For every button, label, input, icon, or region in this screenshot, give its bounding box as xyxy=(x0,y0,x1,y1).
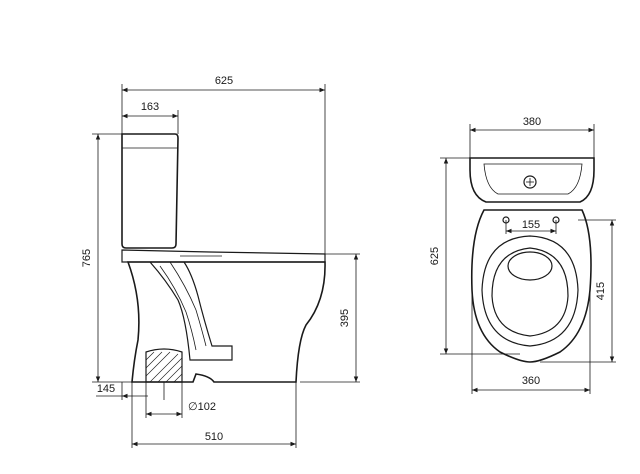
dim-outlet-diameter: ∅102 xyxy=(188,401,216,413)
dim-bowl-height: 415 xyxy=(595,282,607,300)
seat-lid xyxy=(121,249,326,263)
seat-rim xyxy=(481,235,579,347)
top-bowl-outer xyxy=(470,209,592,363)
dim-front-depth: 625 xyxy=(429,247,441,265)
dim-side-total-depth: 625 xyxy=(215,75,233,87)
water-opening xyxy=(507,251,553,281)
cistern-tank xyxy=(121,133,179,249)
top-cistern xyxy=(469,157,595,203)
dim-outlet-height: 145 xyxy=(97,383,115,395)
flush-button-icon xyxy=(523,175,537,189)
dim-hole-spacing: 155 xyxy=(522,219,540,231)
top-view: 155 380 625 415 360 xyxy=(429,116,616,394)
dim-tank-depth: 163 xyxy=(141,101,159,113)
bowl-body xyxy=(126,261,326,383)
dim-total-height: 765 xyxy=(81,249,93,267)
trap-way xyxy=(149,261,233,361)
side-view: 625 163 765 395 145 ∅102 510 xyxy=(81,75,360,448)
dim-bowl-width: 360 xyxy=(522,375,540,387)
dim-front-width: 380 xyxy=(523,116,541,128)
dim-base-length: 510 xyxy=(205,431,223,443)
dim-seat-height: 395 xyxy=(339,309,351,327)
outlet-pipe xyxy=(145,348,183,383)
